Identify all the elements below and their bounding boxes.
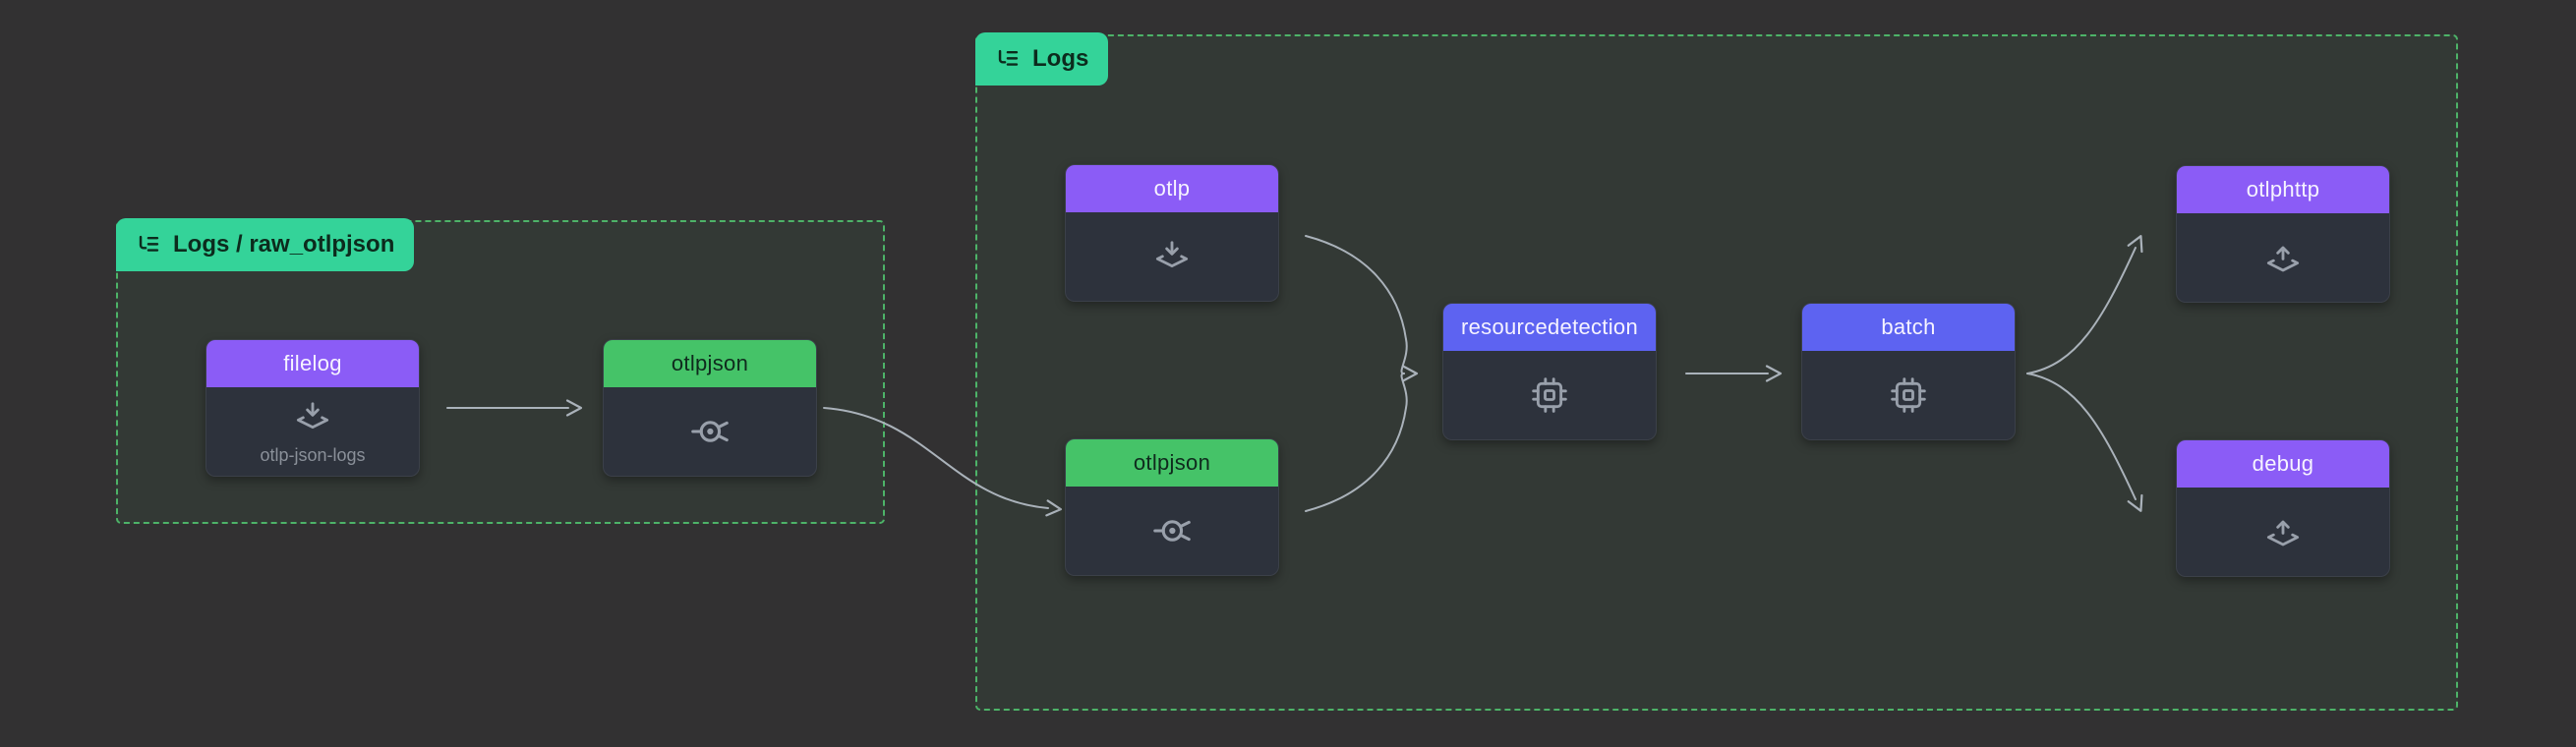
node-body-otlpjson-raw xyxy=(604,387,816,476)
edge-otlp-to-resourcedetection xyxy=(1305,235,1419,382)
connector-icon xyxy=(688,410,732,453)
edge-otlpjson-raw-to-otlpjson xyxy=(823,407,1063,517)
edge-otlpjson-to-resourcedetection xyxy=(1305,373,1408,512)
node-header-otlpjson: otlpjson xyxy=(1066,439,1278,487)
node-filelog[interactable]: filelog otlp-json-logs xyxy=(205,339,420,477)
pipeline-badge-label: Logs xyxy=(1032,45,1089,72)
list-tree-icon xyxy=(136,232,162,259)
connector-icon xyxy=(1150,509,1194,552)
node-otlphttp[interactable]: otlphttp xyxy=(2176,165,2390,303)
node-body-filelog: otlp-json-logs xyxy=(206,387,419,476)
edge-batch-to-otlphttp xyxy=(2026,235,2143,374)
node-otlpjson-raw[interactable]: otlpjson xyxy=(603,339,817,477)
node-debug[interactable]: debug xyxy=(2176,439,2390,577)
node-header-resourcedetection: resourcedetection xyxy=(1443,304,1656,351)
list-tree-icon xyxy=(995,46,1022,73)
exporter-icon xyxy=(2263,512,2303,551)
node-body-batch xyxy=(1802,351,2015,439)
receiver-icon xyxy=(1152,237,1192,276)
node-batch[interactable]: batch xyxy=(1801,303,2016,440)
node-sublabel: otlp-json-logs xyxy=(260,444,366,465)
receiver-icon xyxy=(293,398,332,437)
exporter-icon xyxy=(2263,238,2303,277)
pipeline-badge-logs: Logs xyxy=(975,32,1109,86)
node-header-filelog: filelog xyxy=(206,340,419,387)
pipeline-badge-label: Logs / raw_otlpjson xyxy=(173,231,395,258)
pipeline-badge-logs-raw-otlpjson: Logs / raw_otlpjson xyxy=(116,218,415,271)
processor-icon xyxy=(1530,375,1569,415)
node-header-batch: batch xyxy=(1802,304,2015,351)
node-body-resourcedetection xyxy=(1443,351,1656,439)
node-body-otlpjson xyxy=(1066,487,1278,575)
node-body-otlphttp xyxy=(2177,213,2389,302)
node-body-otlp xyxy=(1066,212,1278,301)
node-header-otlp: otlp xyxy=(1066,165,1278,212)
node-otlp[interactable]: otlp xyxy=(1065,164,1279,302)
node-header-otlphttp: otlphttp xyxy=(2177,166,2389,213)
node-header-otlpjson-raw: otlpjson xyxy=(604,340,816,387)
node-otlpjson[interactable]: otlpjson xyxy=(1065,438,1279,576)
edge-batch-to-debug xyxy=(2026,373,2143,512)
node-header-debug: debug xyxy=(2177,440,2389,488)
processor-icon xyxy=(1889,375,1928,415)
node-resourcedetection[interactable]: resourcedetection xyxy=(1442,303,1657,440)
node-body-debug xyxy=(2177,488,2389,576)
